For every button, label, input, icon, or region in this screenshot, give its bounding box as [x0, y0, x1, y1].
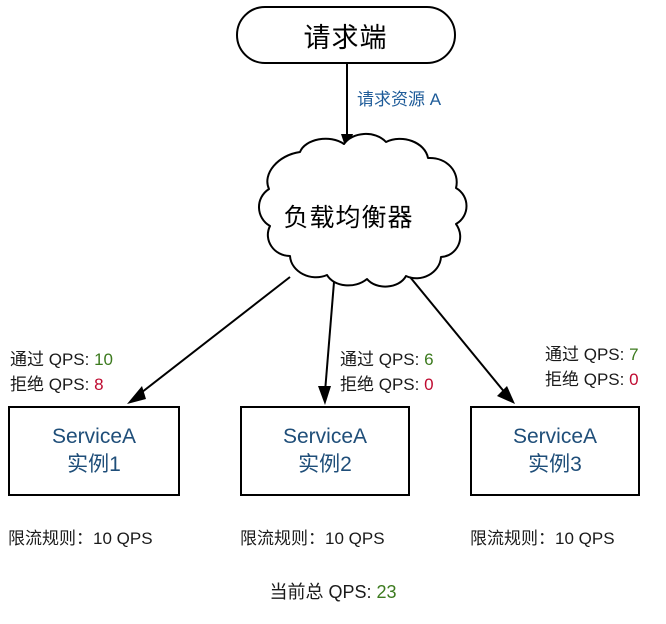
total-qps-value: 23	[376, 582, 397, 602]
pass-qps-line-3: 通过 QPS: 7	[545, 340, 639, 365]
qps-stats-instance-1: 通过 QPS: 10 拒绝 QPS: 8	[10, 345, 113, 395]
reject-qps-value-3: 0	[629, 370, 639, 389]
load-balancer-label: 负载均衡器	[283, 204, 414, 232]
reject-qps-value-1: 8	[94, 375, 104, 394]
instance-name-3: 实例3	[528, 453, 582, 476]
reject-qps-line-3: 拒绝 QPS: 0	[545, 365, 639, 390]
pass-qps-label-3: 通过 QPS:	[545, 345, 630, 364]
pass-qps-value-1: 10	[94, 350, 113, 369]
rate-limit-rule-instance-1: 限流规则：10 QPS	[8, 529, 153, 548]
pass-qps-label-2: 通过 QPS:	[340, 350, 425, 369]
qps-stats-instance-2: 通过 QPS: 6 拒绝 QPS: 0	[340, 345, 434, 395]
pass-qps-line-2: 通过 QPS: 6	[340, 345, 434, 370]
arrowhead-lb-to-instance-1	[127, 386, 146, 404]
qps-stats-instance-3: 通过 QPS: 7 拒绝 QPS: 0	[545, 340, 639, 390]
rate-limit-rule-instance-2: 限流规则：10 QPS	[240, 529, 385, 548]
pass-qps-line-1: 通过 QPS: 10	[10, 345, 113, 370]
reject-qps-label-1: 拒绝 QPS:	[10, 375, 95, 394]
edge-label-request-resource: 请求资源 A	[357, 90, 442, 109]
instance-name-2: 实例2	[298, 453, 352, 476]
pass-qps-value-3: 7	[629, 345, 639, 364]
rate-limit-rule-instance-3: 限流规则：10 QPS	[470, 529, 615, 548]
edge-lb-to-instance-2	[324, 281, 335, 393]
instance-name-1: 实例1	[67, 453, 121, 476]
arrowhead-lb-to-instance-2	[318, 386, 331, 405]
reject-qps-value-2: 0	[424, 375, 434, 394]
service-node-instance-2[interactable]: ServiceA 实例2	[240, 406, 410, 496]
service-node-instance-3[interactable]: ServiceA 实例3	[470, 406, 640, 496]
reject-qps-label-2: 拒绝 QPS:	[340, 375, 425, 394]
service-name-3: ServiceA	[512, 424, 598, 448]
pass-qps-label-1: 通过 QPS:	[10, 350, 95, 369]
service-node-instance-1[interactable]: ServiceA 实例1	[8, 406, 180, 496]
reject-qps-line-2: 拒绝 QPS: 0	[340, 370, 434, 395]
service-name-1: ServiceA	[51, 424, 137, 448]
pass-qps-value-2: 6	[424, 350, 434, 369]
edge-lb-to-instance-3	[409, 276, 507, 395]
edge-lb-to-instance-1	[136, 276, 291, 397]
reject-qps-label-3: 拒绝 QPS:	[545, 370, 630, 389]
total-qps-summary: 当前总 QPS: 23	[0, 578, 666, 604]
arrowhead-lb-to-instance-3	[497, 386, 515, 404]
load-balancer-cloud-shape[interactable]	[258, 133, 468, 288]
client-node-label: 请求端	[303, 23, 388, 53]
reject-qps-line-1: 拒绝 QPS: 8	[10, 370, 113, 395]
total-qps-label: 当前总 QPS:	[269, 582, 377, 602]
service-name-2: ServiceA	[282, 424, 368, 448]
